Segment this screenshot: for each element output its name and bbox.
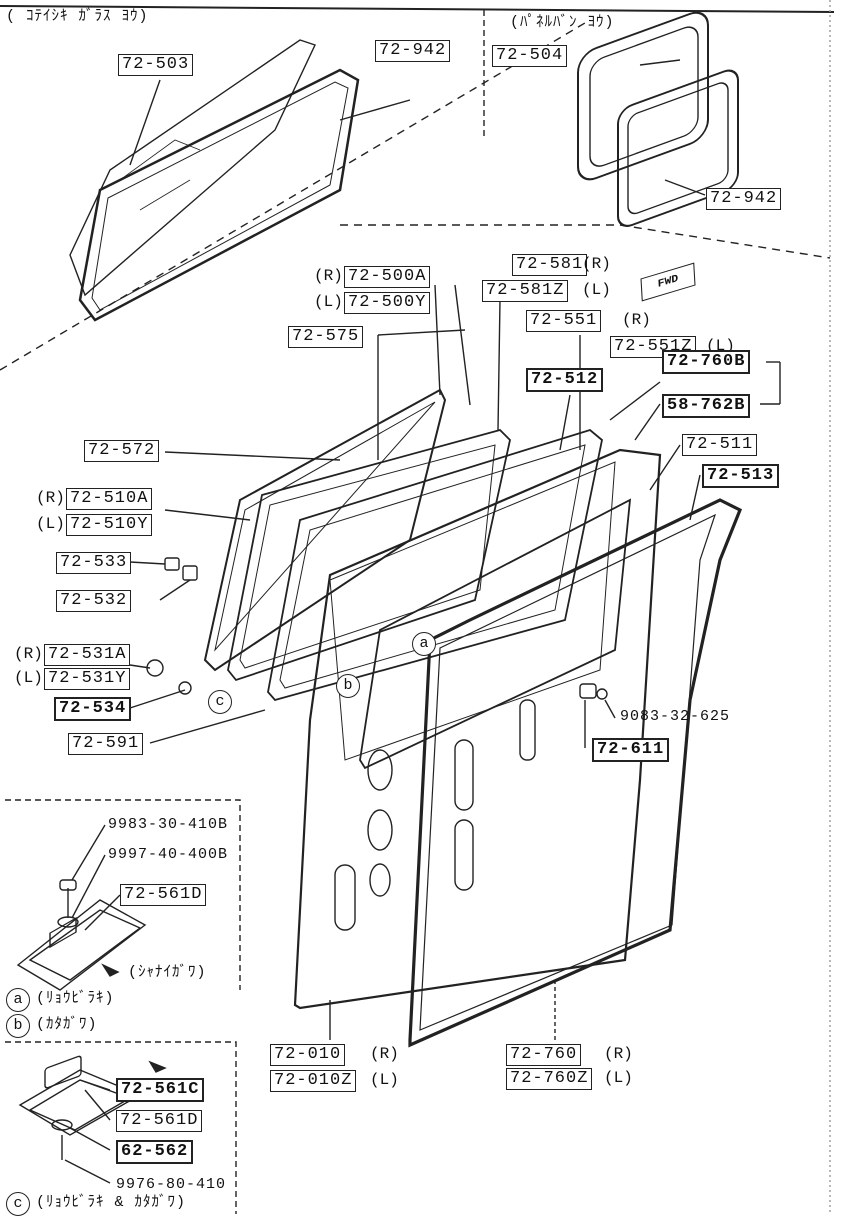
side-l-581: (L) [582, 281, 611, 299]
part-58-762B[interactable]: 58-762B [662, 394, 751, 418]
side-r-531: (R) [14, 645, 43, 663]
side-r-760: (R) [604, 1045, 633, 1063]
marker-a: a [412, 632, 436, 656]
part-9983-30-410B[interactable]: 9983-30-410B [108, 816, 229, 833]
legend-marker-c: c [6, 1192, 30, 1216]
part-72-942-panel[interactable]: 72-942 [706, 188, 782, 210]
legend-a-text: (ﾘｮｳﾋﾞﾗｷ) [36, 990, 115, 1007]
part-72-531Y[interactable]: 72-531Y [44, 668, 131, 690]
part-9976-80-410[interactable]: 9976-80-410 [116, 1176, 227, 1193]
part-72-942[interactable]: 72-942 [375, 40, 451, 62]
part-72-531A[interactable]: 72-531A [44, 644, 131, 666]
part-72-591[interactable]: 72-591 [68, 733, 144, 755]
fixed-glass-section-title: ( ｺﾃｲｼｷ ｶﾞﾗｽ ﾖｳ) [6, 8, 149, 25]
inner-side-label: (ｼｬﾅｲｶﾞﾜ) [128, 964, 207, 981]
part-72-010[interactable]: 72-010 [270, 1044, 346, 1066]
part-72-534[interactable]: 72-534 [54, 697, 132, 721]
part-72-572[interactable]: 72-572 [84, 440, 160, 462]
part-72-510A[interactable]: 72-510A [66, 488, 153, 510]
legend-b-text: (ｶﾀｶﾞﾜ) [36, 1016, 98, 1033]
part-72-581[interactable]: 72-581 [512, 254, 588, 276]
marker-c: c [208, 690, 232, 714]
part-72-561C[interactable]: 72-561C [116, 1078, 205, 1102]
part-72-504[interactable]: 72-504 [492, 45, 568, 67]
door-panel-shape [293, 448, 662, 1010]
part-72-010Z[interactable]: 72-010Z [270, 1070, 357, 1092]
fixed-glass-shape [69, 39, 316, 297]
part-72-500A[interactable]: 72-500A [344, 266, 431, 288]
legend-marker-b: b [6, 1014, 30, 1038]
part-72-511[interactable]: 72-511 [682, 434, 758, 456]
part-72-760Z[interactable]: 72-760Z [506, 1068, 593, 1090]
part-72-561D[interactable]: 72-561D [120, 884, 207, 906]
part-9997-40-400B[interactable]: 9997-40-400B [108, 846, 229, 863]
part-72-513[interactable]: 72-513 [702, 464, 780, 488]
part-72-533[interactable]: 72-533 [56, 552, 132, 574]
door-weatherstrip-shape [408, 498, 743, 1048]
side-l-531: (L) [14, 669, 43, 687]
part-72-532[interactable]: 72-532 [56, 590, 132, 612]
part-72-561D-2[interactable]: 72-561D [116, 1110, 203, 1132]
part-72-760[interactable]: 72-760 [506, 1044, 582, 1066]
part-72-581Z[interactable]: 72-581Z [482, 280, 569, 302]
part-72-760B[interactable]: 72-760B [662, 350, 751, 374]
part-72-510Y[interactable]: 72-510Y [66, 514, 153, 536]
legend-c-text: (ﾘｮｳﾋﾞﾗｷ & ｶﾀｶﾞﾜ) [36, 1194, 187, 1211]
side-r-500: (R) [314, 267, 343, 285]
side-l-500: (L) [314, 293, 343, 311]
part-72-503[interactable]: 72-503 [118, 54, 194, 76]
part-72-512[interactable]: 72-512 [526, 368, 604, 392]
side-l-760: (L) [604, 1069, 633, 1087]
part-9083-32-625[interactable]: 9083-32-625 [620, 708, 731, 725]
panel-van-section-title: (ﾊﾟﾈﾙﾊﾞﾝ ﾖｳ) [510, 14, 615, 31]
part-72-575[interactable]: 72-575 [288, 326, 364, 348]
marker-b: b [336, 674, 360, 698]
side-l-510: (L) [36, 515, 65, 533]
part-62-562[interactable]: 62-562 [116, 1140, 194, 1164]
side-r-551: (R) [622, 311, 651, 329]
part-72-500Y[interactable]: 72-500Y [344, 292, 431, 314]
legend-marker-a: a [6, 988, 30, 1012]
side-r-510: (R) [36, 489, 65, 507]
side-l-010: (L) [370, 1071, 399, 1089]
side-r-010: (R) [370, 1045, 399, 1063]
glass-weatherstrip-shape [78, 68, 360, 322]
side-r-581: (R) [582, 255, 611, 273]
part-72-611[interactable]: 72-611 [592, 738, 670, 762]
part-72-551[interactable]: 72-551 [526, 310, 602, 332]
